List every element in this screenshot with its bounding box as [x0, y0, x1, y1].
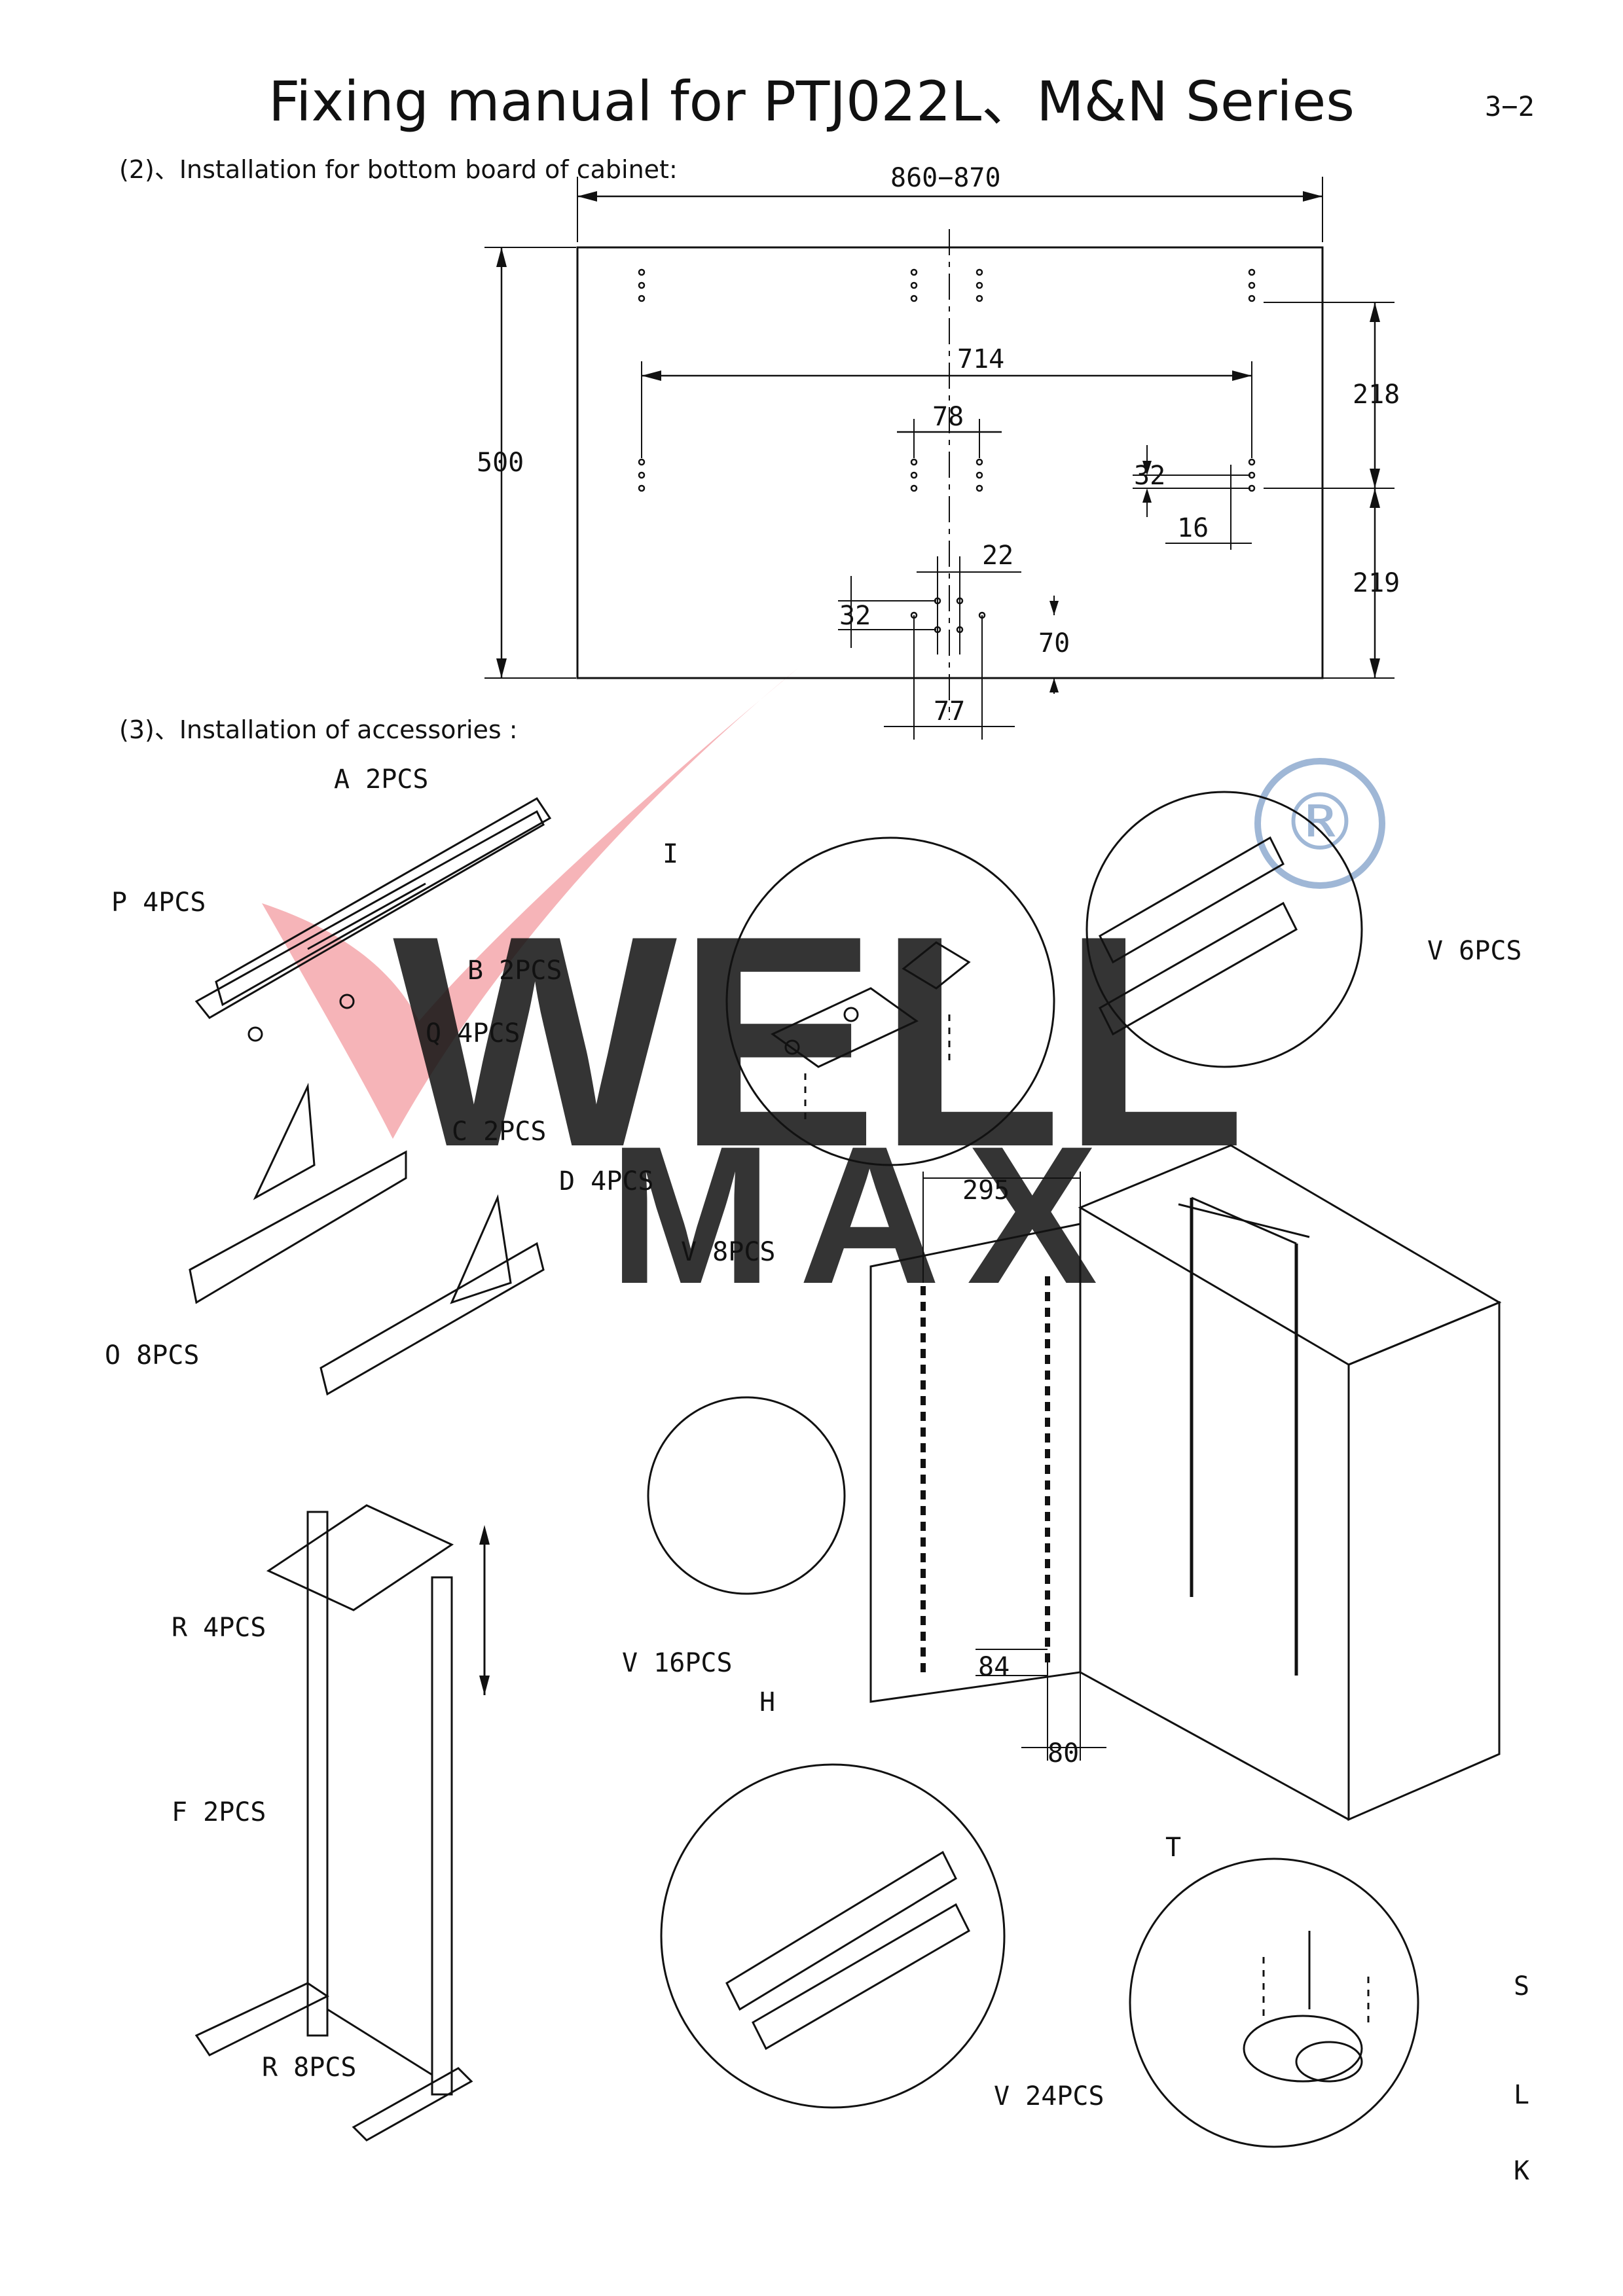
label-part-v6: V 6PCS [1427, 936, 1522, 966]
label-part-p: P 4PCS [111, 888, 206, 918]
detail-circle-bracket-i [725, 836, 1055, 1166]
label-part-f: F 2PCS [172, 1797, 266, 1827]
dim-front-offset: 70 [1038, 628, 1070, 658]
dim-hole-span: 714 [957, 344, 1004, 374]
page-number: 3−2 [1485, 90, 1535, 122]
dim-rail-offset: 84 [978, 1652, 1010, 1682]
dim-hole-pitch-right: 32 [1134, 461, 1165, 491]
cabinet [869, 1144, 1502, 1821]
dim-center-gap: 78 [932, 402, 964, 432]
dim-hole-pitch-center: 32 [839, 601, 871, 631]
dim-lower-right: 219 [1353, 568, 1400, 598]
label-part-s: S [1514, 1971, 1530, 2001]
page-title: Fixing manual for PTJ022L、M&N Series [268, 69, 1355, 134]
dim-overall-width: 860−870 [890, 163, 1001, 193]
label-part-r8: R 8PCS [262, 2053, 357, 2083]
watermark-text-top: WELL [393, 874, 1246, 1210]
detail-circle-rail [660, 1763, 1006, 2109]
dim-rail-depth: 80 [1048, 1738, 1079, 1768]
label-part-v24: V 24PCS [994, 2081, 1104, 2111]
label-part-d: D 4PCS [559, 1166, 654, 1196]
slide-rail-assembly [194, 797, 552, 1042]
section-accessories-heading: (3)、Installation of accessories : [119, 715, 518, 744]
dim-hole-offset: 16 [1177, 513, 1209, 543]
dim-upper-right: 218 [1353, 380, 1400, 410]
label-part-t: T [1165, 1833, 1182, 1863]
detail-circle-foot [1129, 1857, 1419, 2148]
label-part-i: I [663, 839, 679, 869]
label-part-v16: V 16PCS [622, 1648, 733, 1678]
label-part-r4: R 4PCS [172, 1613, 266, 1643]
detail-circle-top-rail [1085, 791, 1363, 1068]
label-part-b: B 2PCS [467, 956, 562, 986]
label-part-c: C 2PCS [452, 1117, 547, 1147]
bracket-assembly [189, 1083, 545, 1396]
section-bottom-board-heading: (2)、Installation for bottom board of cab… [119, 155, 678, 184]
dim-rail-spacing: 295 [962, 1175, 1010, 1206]
label-part-k: K [1514, 2156, 1530, 2186]
label-part-a: A 2PCS [334, 764, 429, 795]
label-part-v8: V 8PCS [681, 1237, 776, 1267]
label-part-q: Q 4PCS [426, 1018, 520, 1049]
watermark-swoosh [262, 668, 799, 1139]
label-part-h: H [759, 1687, 776, 1717]
watermark-text-bottom: MAX [609, 1105, 1124, 1325]
label-part-o: O 8PCS [105, 1340, 200, 1371]
dim-center-small: 22 [982, 541, 1013, 571]
detail-circle-screw [647, 1396, 846, 1595]
watermark-registered-mark: ® [1254, 758, 1385, 889]
label-part-l: L [1514, 2080, 1530, 2110]
rack-frame [194, 1504, 490, 2142]
dim-height: 500 [477, 448, 524, 478]
dim-bottom-gap: 77 [934, 696, 965, 726]
